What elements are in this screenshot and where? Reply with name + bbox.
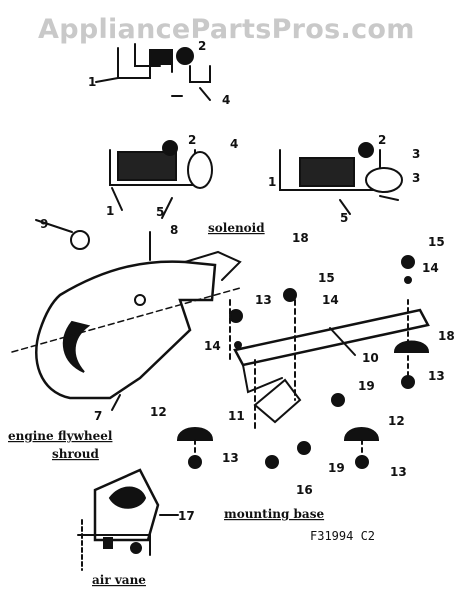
callout-1: 1	[88, 75, 96, 89]
caption-shroud: shroud	[52, 447, 100, 461]
part-callouts: 1 2 4 2 4 1 5 8 9 2 3 1 3 5 18 15 14 15 …	[40, 39, 455, 523]
callout-13: 13	[428, 369, 445, 383]
callout-18: 18	[438, 329, 455, 343]
callout-13: 13	[390, 465, 407, 479]
callout-2: 2	[378, 133, 386, 147]
callout-3: 3	[412, 171, 420, 185]
callout-14: 14	[422, 261, 439, 275]
callout-5: 5	[156, 205, 164, 219]
solenoid-schematic-top	[95, 43, 211, 101]
callout-2: 2	[188, 133, 196, 147]
callout-12: 12	[388, 414, 405, 428]
callout-19: 19	[328, 461, 345, 475]
callout-4: 4	[222, 93, 230, 107]
callout-9: 9	[40, 217, 48, 231]
callout-18: 18	[292, 231, 309, 245]
rubber-feet	[176, 340, 430, 441]
callout-7: 7	[94, 409, 102, 423]
caption-mounting-base: mounting base	[224, 507, 324, 521]
figure-code: F31994 C2	[310, 529, 375, 543]
callout-14: 14	[322, 293, 339, 307]
callout-2: 2	[198, 39, 206, 53]
caption-solenoid: solenoid	[208, 221, 265, 235]
callout-11: 11	[228, 409, 245, 423]
mounting-base	[229, 299, 430, 431]
solenoid-right-assembly	[279, 142, 403, 215]
watermark: AppliancePartsPros.com	[38, 14, 415, 45]
callout-19: 19	[358, 379, 375, 393]
fasteners	[188, 255, 415, 469]
callout-3: 3	[412, 147, 420, 161]
callout-13: 13	[255, 293, 272, 307]
callout-17: 17	[178, 509, 195, 523]
callout-15: 15	[318, 271, 335, 285]
solenoid-left-assembly	[109, 140, 213, 261]
callout-12: 12	[150, 405, 167, 419]
flywheel-shroud	[11, 219, 242, 411]
callout-4: 4	[230, 137, 238, 151]
caption-engine-flywheel: engine flywheel	[8, 429, 113, 443]
callout-8: 8	[170, 223, 178, 237]
callout-5: 5	[340, 211, 348, 225]
caption-air-vane: air vane	[92, 573, 146, 587]
callout-13: 13	[222, 451, 239, 465]
callout-1: 1	[268, 175, 276, 189]
callout-1: 1	[106, 204, 114, 218]
air-vane	[77, 468, 179, 571]
callout-10: 10	[362, 351, 379, 365]
callout-15: 15	[428, 235, 445, 249]
callout-16: 16	[296, 483, 313, 497]
callout-14: 14	[204, 339, 221, 353]
